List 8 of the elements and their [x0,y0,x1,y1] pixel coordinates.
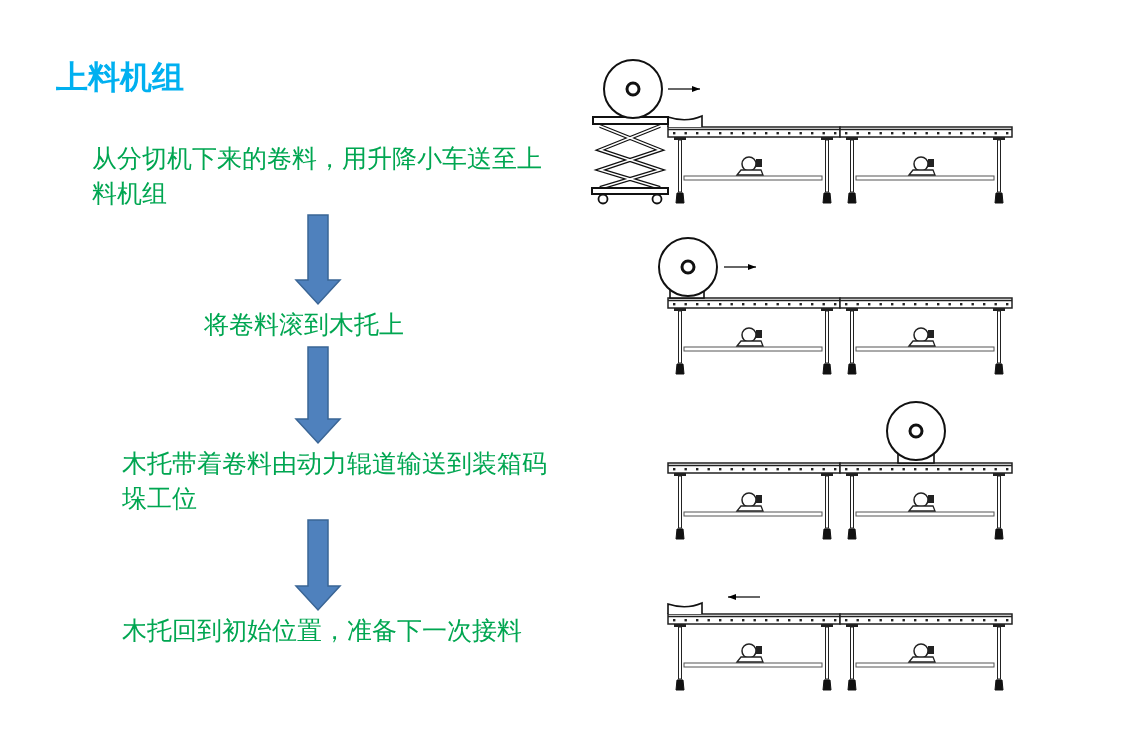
step-text: 从分切机下来的卷料，用升降小车送至上料机组 [92,142,562,211]
step-text: 木托回到初始位置，准备下一次接料 [122,614,582,649]
step-text: 将卷料滚到木托上 [204,308,504,343]
block-arrow [294,519,342,612]
title: 上料机组 [56,57,184,98]
block-arrow [294,214,342,306]
step-text: 木托带着卷料由动力辊道输送到装箱码垛工位 [122,447,567,516]
block-arrow [294,346,342,445]
